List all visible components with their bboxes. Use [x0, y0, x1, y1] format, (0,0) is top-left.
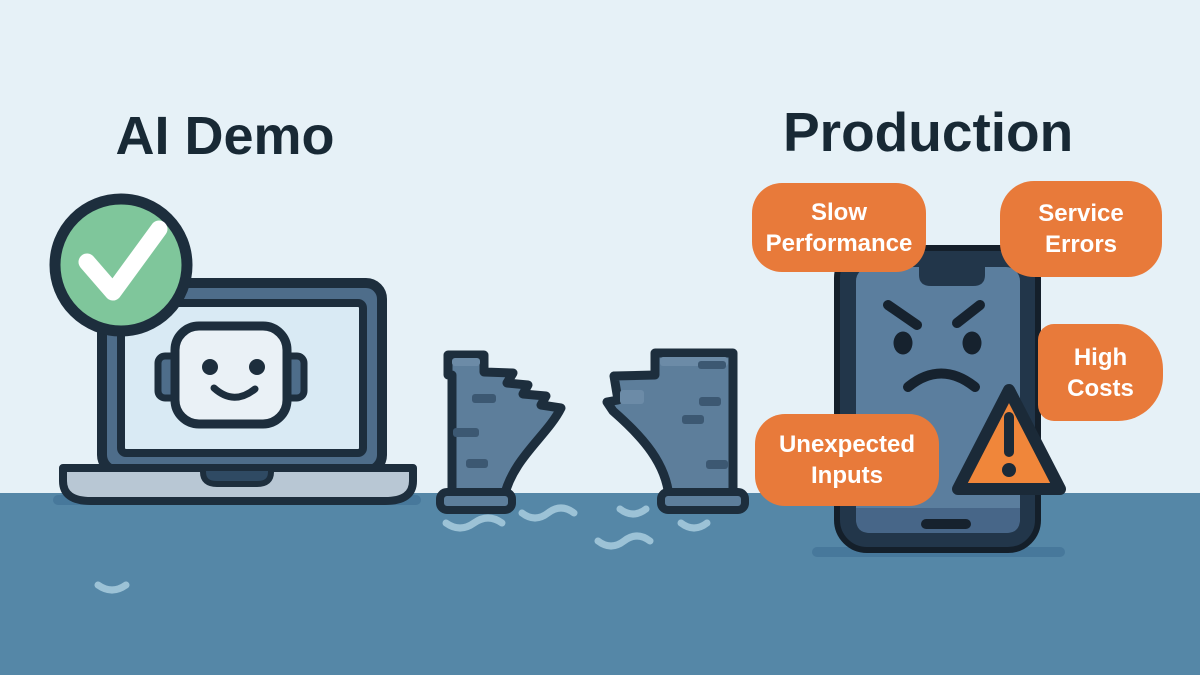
phone-home-bar [921, 519, 971, 529]
issue-badge-service-errors: Service Errors [1000, 181, 1162, 277]
laptop-icon [59, 278, 417, 505]
angry-face-icon [883, 300, 985, 392]
broken-bridge-right-icon [602, 348, 749, 514]
broken-bridge-left-icon [436, 350, 566, 514]
issue-badge-high-costs: High Costs [1038, 324, 1163, 421]
production-title: Production [783, 101, 1074, 163]
issue-badge-slow-performance: Slow Performance [752, 183, 926, 272]
issue-badge-unexpected-inputs: Unexpected Inputs [755, 414, 939, 506]
phone-notch [919, 267, 985, 286]
warning-triangle-icon [952, 384, 1066, 495]
water-waves-icon [94, 504, 711, 594]
demo-title: AI Demo [115, 106, 335, 166]
check-circle-icon [49, 193, 193, 337]
robot-face-icon [154, 321, 308, 429]
